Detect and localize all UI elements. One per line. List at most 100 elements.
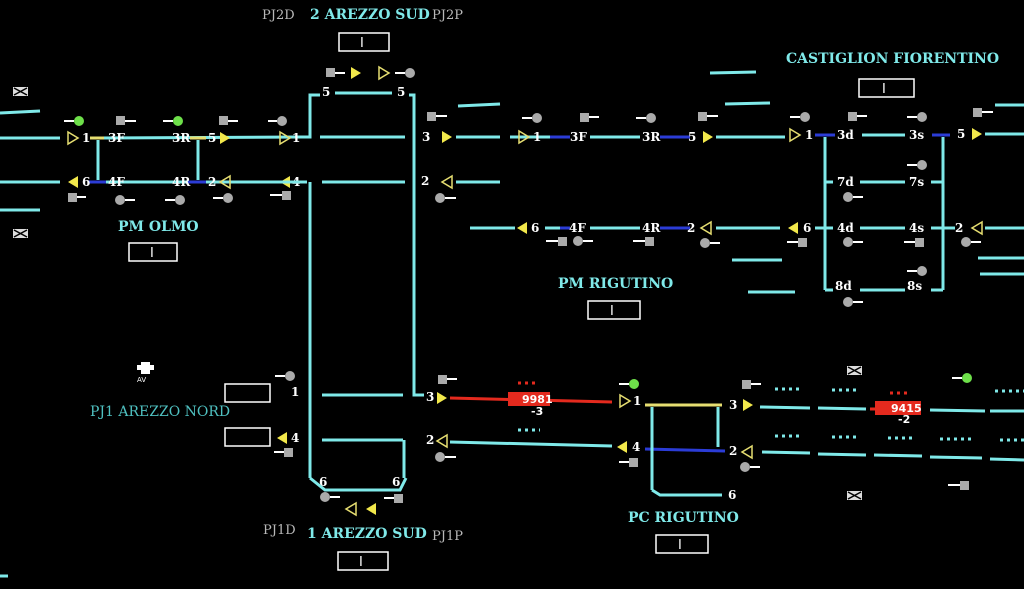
mode-box-arezzo-sud-top[interactable] [338, 32, 390, 52]
route-marker [629, 458, 638, 467]
signal-cas-5[interactable] [972, 128, 982, 140]
label-olmo-3r: 3R [172, 131, 191, 145]
mode-arezzo-sud-top: I [360, 36, 364, 51]
signal-lamp [435, 193, 445, 203]
signal-nord-4[interactable] [277, 432, 287, 444]
arezzo-sud-area: PJ2D 2 AREZZO SUD PJ2P I 5 5 3 2 [262, 7, 501, 571]
signal-lamp [277, 116, 287, 126]
route-marker [326, 68, 335, 77]
arezzo-nord-area: AV PJ1 AREZZO NORD 1 4 [90, 362, 299, 457]
signal-pc-2[interactable] [740, 444, 753, 460]
label-cas-8d: 8d [835, 279, 852, 293]
level-crossing-icon [13, 229, 28, 238]
route-marker [438, 375, 447, 384]
signal-sud-5b[interactable] [378, 65, 391, 81]
route-marker [116, 116, 125, 125]
route-marker [798, 238, 807, 247]
train-delay: -2 [898, 413, 910, 426]
label-rig-4r: 4R [642, 221, 661, 235]
pj2p-label: PJ2P [432, 8, 463, 23]
label-pc-3: 3 [729, 398, 737, 412]
route-marker [558, 237, 567, 246]
signal-sud-2[interactable] [440, 174, 453, 190]
signal-sud-6a[interactable] [344, 501, 357, 517]
label-nord-1: 1 [291, 385, 299, 399]
pc-rigutino-area: 9981 -3 1 4 3 2 6 [0, 366, 1024, 578]
level-crossing-icon [847, 366, 862, 375]
label-rig-3r: 3R [642, 130, 661, 144]
signal-rig-6[interactable] [517, 222, 527, 234]
signal-lamp [917, 266, 927, 276]
signal-sud-6b[interactable] [366, 503, 376, 515]
route-marker [915, 238, 924, 247]
signal-olmo-6[interactable] [68, 176, 78, 188]
signal-pc-3[interactable] [743, 399, 753, 411]
mode-box-arezzo-sud-bottom[interactable] [337, 551, 389, 571]
label-pc-2: 2 [729, 444, 737, 458]
mode-box-castiglion[interactable] [858, 78, 915, 98]
signal-rig-5[interactable] [703, 131, 713, 143]
route-marker [645, 237, 654, 246]
label-cas-3s: 3s [909, 128, 924, 142]
signal-cas-1[interactable] [789, 127, 802, 143]
station-pj1-arezzo-nord: PJ1 AREZZO NORD [90, 404, 230, 420]
signal-rig-2[interactable] [699, 220, 712, 236]
signal-pc-1[interactable] [619, 393, 632, 409]
label-olmo-6: 6 [82, 175, 90, 189]
mode-box-pc-rigutino[interactable] [655, 534, 709, 554]
label-cas-1: 1 [805, 128, 813, 142]
signal-lamp [646, 113, 656, 123]
route-marker [219, 116, 228, 125]
signal-lamp-green [74, 116, 84, 126]
label-sud-3b: 3 [426, 390, 434, 404]
signal-lamp [843, 297, 853, 307]
av-marker-icon [137, 362, 154, 374]
nord-box-1[interactable] [224, 383, 271, 403]
mode-box-pm-olmo[interactable] [128, 242, 178, 262]
level-crossing-icon [13, 87, 28, 96]
station-pm-rigutino: PM RIGUTINO [558, 276, 673, 292]
signal-olmo-1[interactable] [67, 130, 80, 146]
train-9415[interactable]: 9415 -2 [875, 391, 922, 426]
label-cas-7d: 7d [837, 175, 854, 189]
label-rig-4f: 4F [569, 221, 586, 235]
signal-olmo-r1[interactable] [279, 130, 292, 146]
train-delay: -3 [531, 405, 543, 418]
label-olmo-1: 1 [82, 131, 90, 145]
label-sud-3: 3 [422, 130, 430, 144]
signal-olmo-2[interactable] [218, 174, 231, 190]
label-olmo-5: 5 [208, 131, 216, 145]
signal-sud-5a[interactable] [351, 67, 361, 79]
label-olmo-4r: 4R [172, 175, 191, 189]
route-marker [960, 481, 969, 490]
signal-pc-4[interactable] [617, 441, 627, 453]
route-marker [68, 193, 77, 202]
mode-box-pm-rigutino[interactable] [587, 300, 641, 320]
label-sud-2b: 2 [426, 433, 434, 447]
signal-lamp [700, 238, 710, 248]
signal-cas-2[interactable] [970, 220, 983, 236]
signal-cas-6[interactable] [788, 222, 798, 234]
signal-lamp-green [962, 373, 972, 383]
label-olmo-r1: 1 [292, 131, 300, 145]
label-sud-6b: 6 [392, 475, 400, 489]
label-rig-2: 2 [687, 221, 695, 235]
signal-lamp [740, 462, 750, 472]
mode-pm-rigutino: I [610, 304, 614, 319]
label-olmo-4f: 4F [108, 175, 125, 189]
label-nord-4: 4 [291, 431, 299, 445]
signal-sud-2b[interactable] [435, 433, 448, 449]
route-marker [394, 494, 403, 503]
route-marker [973, 108, 982, 117]
signal-lamp [285, 371, 295, 381]
signal-sud-3b[interactable] [437, 392, 447, 404]
signal-sud-3[interactable] [442, 131, 452, 143]
label-cas-2: 2 [955, 221, 963, 235]
pm-rigutino-area: 1 3F 3R 5 6 4F 4R 2 PM RIGUTINO I [470, 70, 795, 320]
signal-olmo-5[interactable] [220, 132, 230, 144]
train-9981[interactable]: 9981 -3 [508, 381, 553, 432]
signal-rig-1[interactable] [518, 129, 531, 145]
signal-lamp [573, 236, 583, 246]
station-pc-rigutino: PC RIGUTINO [628, 510, 739, 526]
nord-box-2[interactable] [224, 427, 271, 447]
